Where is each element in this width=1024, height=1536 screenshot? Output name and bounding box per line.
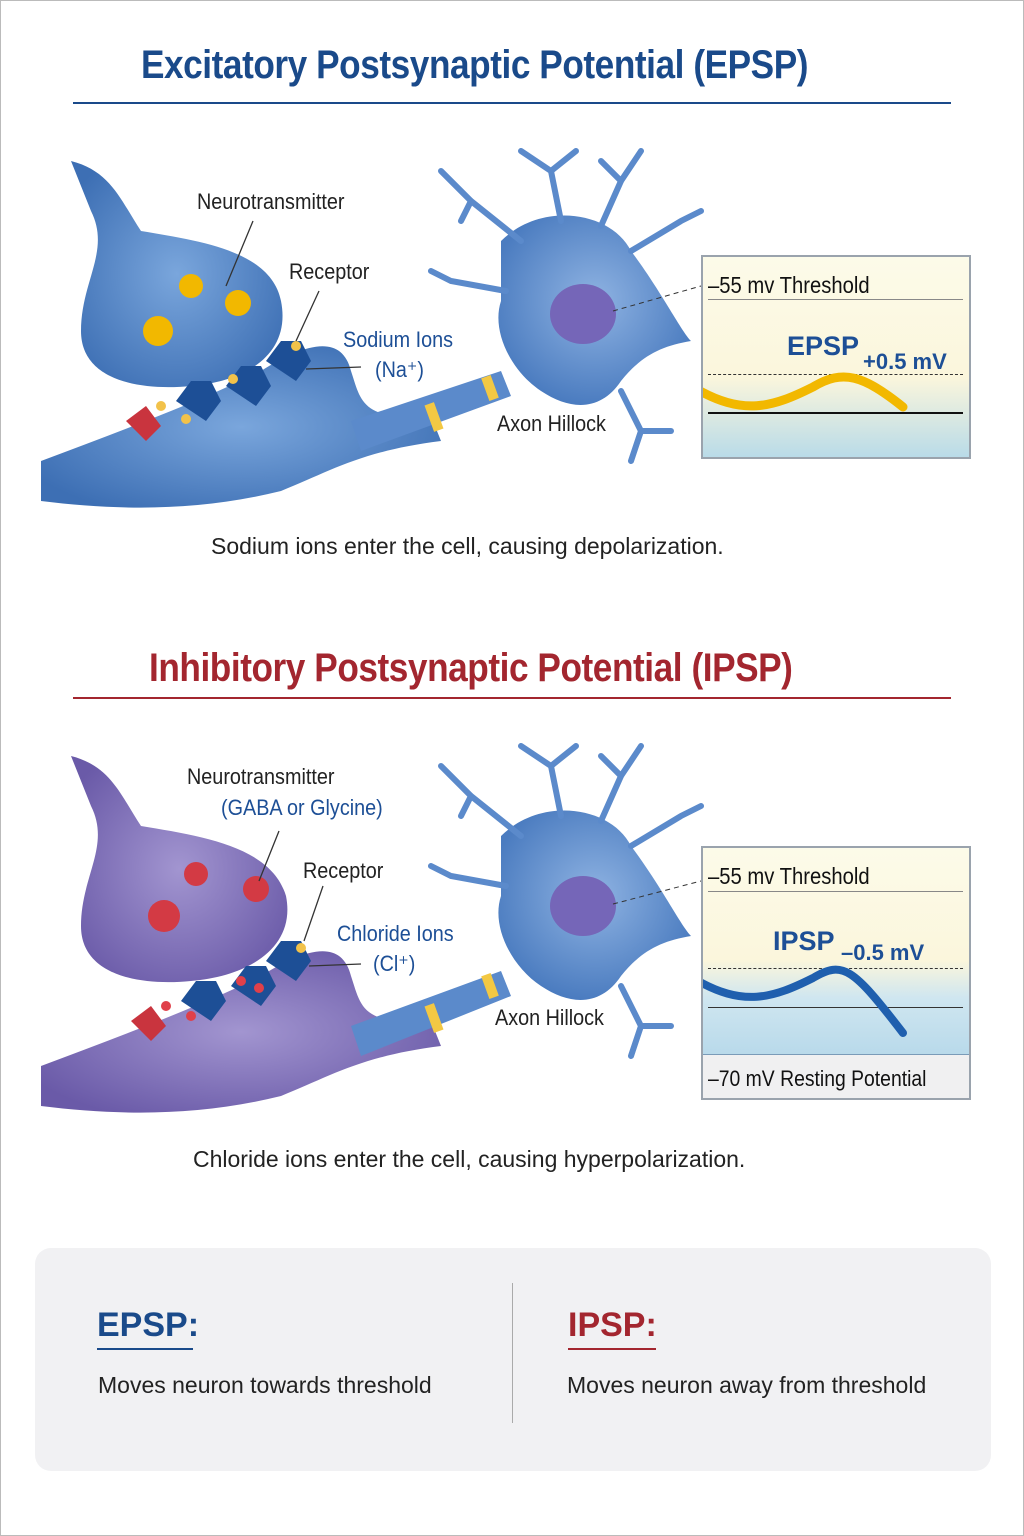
epsp-illustration: Neurotransmitter Receptor Sodium Ions (N…: [1, 131, 1024, 521]
resting-line: [708, 1007, 963, 1008]
myelin-node: [424, 402, 444, 432]
chloride-ions-label: Chloride Ions: [337, 921, 454, 946]
epsp-synapse-drawing: [41, 148, 704, 508]
summary-divider: [512, 1283, 513, 1423]
presynaptic-terminal: [71, 756, 288, 983]
epsp-change-label: +0.5 mV: [863, 349, 947, 374]
presynaptic-terminal: [71, 161, 283, 388]
summary-panel: EPSP: Moves neuron towards threshold IPS…: [35, 1248, 991, 1471]
vesicles: [143, 274, 251, 346]
myelin-node: [424, 1003, 444, 1033]
ipsp-caption: Chloride ions enter the cell, causing hy…: [193, 1146, 746, 1172]
receptor-red: [126, 406, 161, 441]
summary-ipsp-title: IPSP:: [568, 1306, 657, 1344]
summary-epsp-title: EPSP:: [97, 1306, 200, 1344]
ipsp-illustration: Neurotransmitter (GABA or Glycine) Recep…: [1, 726, 1024, 1126]
sodium-ions-label: Sodium Ions: [343, 327, 454, 352]
epsp-title-divider: [73, 102, 951, 104]
myelin-node: [481, 375, 499, 401]
vesicles: [148, 862, 269, 932]
ipsp-graph: –55 mv Threshold –70 mV Resting Potentia…: [701, 846, 971, 1100]
ipsp-change-label: –0.5 mV: [841, 940, 925, 965]
postsynaptic-dendrite: [41, 951, 441, 1113]
summary-ipsp-underline: [568, 1348, 656, 1350]
nucleus: [550, 876, 616, 936]
neurotransmitter-detail-label: (GABA or Glycine): [221, 795, 383, 820]
label-leaders: [225, 220, 362, 370]
resting-potential-label: –70 mV Resting Potential: [708, 1066, 927, 1091]
resting-footer: [703, 1054, 969, 1098]
receptor-label: Receptor: [303, 858, 384, 883]
receptor-label: Receptor: [289, 259, 370, 284]
threshold-label: –55 mv Threshold: [708, 863, 870, 889]
resting-line: [708, 412, 963, 414]
myelin-node: [481, 973, 499, 999]
dendrites: [428, 743, 704, 1059]
ipsp-wave: [703, 965, 907, 1037]
summary-epsp-underline: [97, 1348, 193, 1350]
postsynaptic-dendrite: [41, 346, 441, 508]
epsp-wave: [703, 372, 908, 412]
epsp-graph: –55 mv Threshold EPSP +0.5 mV: [701, 255, 971, 459]
ipsp-title-divider: [73, 697, 951, 699]
axon-hillock-label: Axon Hillock: [497, 411, 606, 436]
axon-hillock-label: Axon Hillock: [495, 1005, 604, 1030]
ion: [296, 943, 306, 953]
ipsp-title: Inhibitory Postsynaptic Potential (IPSP): [149, 646, 793, 690]
receptor-red: [131, 1006, 166, 1041]
receptors: [176, 341, 311, 421]
epsp-caption: Sodium ions enter the cell, causing depo…: [211, 533, 724, 559]
neurotransmitter-label: Neurotransmitter: [197, 189, 345, 214]
summary-epsp-text: Moves neuron towards threshold: [98, 1372, 432, 1398]
ions: [156, 341, 301, 424]
ipsp-synapse-drawing: [41, 743, 704, 1113]
threshold-line: [708, 891, 963, 892]
chloride-ions-symbol: (Cl⁺): [373, 951, 416, 976]
leader-line: [612, 880, 702, 905]
ipsp-wave-label: IPSP: [773, 926, 835, 956]
leader-line: [612, 285, 702, 312]
nucleus: [550, 284, 616, 344]
threshold-label: –55 mv Threshold: [708, 272, 870, 298]
dendrites: [428, 148, 704, 464]
epsp-title: Excitatory Postsynaptic Potential (EPSP): [141, 43, 809, 87]
sodium-ions-symbol: (Na⁺): [375, 357, 424, 382]
label-leaders: [258, 830, 362, 967]
epsp-wave-label: EPSP: [787, 331, 860, 361]
ions: [161, 976, 264, 1021]
summary-ipsp-text: Moves neuron away from threshold: [567, 1372, 927, 1398]
threshold-line: [708, 299, 963, 300]
neurotransmitter-label: Neurotransmitter: [187, 764, 335, 789]
